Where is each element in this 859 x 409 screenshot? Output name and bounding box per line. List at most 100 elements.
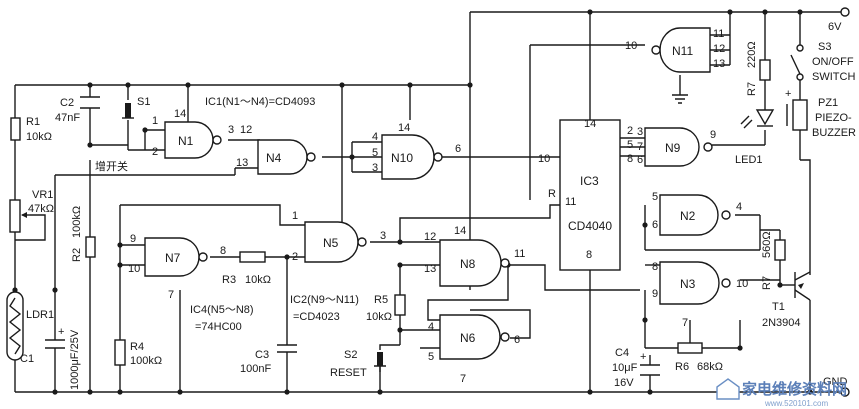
svg-text:2: 2 [627,125,633,137]
svg-text:11: 11 [713,28,724,40]
svg-text:13: 13 [424,263,436,275]
svg-text:7: 7 [682,317,688,329]
svg-text:8: 8 [220,245,226,257]
svg-text:7: 7 [460,373,466,385]
svg-text:5: 5 [652,191,658,203]
resistor-r5: R5 10kΩ [366,294,406,323]
svg-text:10kΩ: 10kΩ [366,311,392,323]
svg-text:8: 8 [586,249,592,261]
gate-n4: N4 [257,139,316,175]
svg-text:C3: C3 [255,349,269,361]
svg-text:13: 13 [236,157,248,169]
svg-text:220Ω: 220Ω [746,41,758,68]
svg-text:8: 8 [652,261,658,273]
svg-text:N4: N4 [266,151,282,165]
svg-text:R1: R1 [26,116,40,128]
junctions [12,9,813,395]
svg-text:R6: R6 [675,361,689,373]
svg-text:12: 12 [240,124,252,136]
svg-text:R4: R4 [130,341,144,353]
ground-terminal [840,387,850,397]
svg-text:12: 12 [424,231,436,243]
svg-text:1000μF/25V: 1000μF/25V [69,329,81,390]
ic1-note: IC1(N1～N4)=CD4093 [205,96,315,108]
svg-text:3: 3 [228,124,234,136]
svg-text:1: 1 [292,210,298,222]
svg-text:4: 4 [736,201,742,213]
svg-text:RESET: RESET [330,367,367,379]
svg-text:5: 5 [428,351,434,363]
svg-text:+: + [640,351,646,363]
resistor-r3: R3 10kΩ [222,251,271,286]
svg-text:N6: N6 [460,331,476,345]
svg-text:N8: N8 [460,257,476,271]
svg-text:SWITCH: SWITCH [812,71,855,83]
svg-text:7: 7 [637,141,643,153]
svg-text:T1: T1 [772,301,785,313]
svg-text:10: 10 [736,278,748,290]
resistor-r7-220: R7 220Ω [746,41,771,96]
ic4-note-line1: IC4(N5～N8) [190,304,254,316]
svg-text:9: 9 [652,288,658,300]
svg-text:IC3: IC3 [580,174,599,188]
svg-text:3: 3 [637,126,643,138]
svg-text:+: + [58,326,64,338]
svg-text:S1: S1 [137,96,150,108]
resistor-r4: R4 100kΩ [114,339,162,367]
potentiometer-vr1: VR1 47kΩ [9,189,54,233]
pin-numbers: 1 2 14 3 12 13 14 4 5 3 6 9 10 8 7 1 2 3… [128,28,748,385]
svg-text:3: 3 [380,230,386,242]
resistor-r7-560: R7 560Ω [760,229,786,290]
svg-text:C2: C2 [60,97,74,109]
svg-text:+: + [785,88,791,100]
resistor-r2: R2 100kΩ [71,206,96,262]
pushbutton-s1: S1 增开关 [95,96,150,173]
transistor-t1: T1 2N3904 [762,271,811,329]
svg-text:10kΩ: 10kΩ [26,131,52,143]
svg-text:PIEZO-: PIEZO- [815,112,852,124]
svg-text:N5: N5 [323,236,339,250]
gate-n7: N7 [144,237,208,277]
wiring [14,11,845,393]
svg-text:LDR1: LDR1 [26,309,54,321]
svg-text:5: 5 [372,147,378,159]
svg-text:10μF: 10μF [612,362,638,374]
ldr-ldr1: LDR1 [6,291,54,361]
svg-text:PZ1: PZ1 [818,97,838,109]
ic2-note-line2: =CD4023 [293,311,340,323]
pushbutton-s2: S2 RESET [330,344,400,379]
ground-label: GND [823,376,848,388]
capacitor-c2: C2 47nF [55,96,100,124]
svg-text:68kΩ: 68kΩ [697,361,723,373]
svg-text:16V: 16V [614,377,634,389]
supply-label: 6V [828,21,842,33]
svg-text:BUZZER: BUZZER [812,127,856,139]
gate-n9: N9 [644,127,713,167]
ic4-note-line2: =74HC00 [195,321,242,333]
svg-text:S3: S3 [818,41,831,53]
gate-n3: N3 [659,261,731,305]
svg-text:10kΩ: 10kΩ [245,274,271,286]
svg-text:S2: S2 [344,349,357,361]
svg-text:9: 9 [130,233,136,245]
svg-text:560Ω: 560Ω [761,231,773,258]
capacitor-c1: + C1 1000μF/25V [20,326,81,390]
supply-terminal [840,7,850,17]
svg-text:10: 10 [128,263,140,275]
svg-text:N11: N11 [672,44,693,58]
svg-text:CD4040: CD4040 [568,219,612,233]
svg-text:6: 6 [652,219,658,231]
svg-text:R2: R2 [71,248,83,262]
svg-text:100kΩ: 100kΩ [71,206,83,238]
svg-text:100kΩ: 100kΩ [130,355,162,367]
svg-text:3: 3 [372,162,378,174]
svg-text:C1: C1 [20,353,34,365]
resistor-r1: R1 10kΩ [10,116,52,143]
svg-text:4: 4 [428,321,434,333]
svg-text:2: 2 [292,251,298,263]
buzzer-pz1: + PZ1 PIEZO- BUZZER [785,88,856,139]
svg-text:N7: N7 [165,251,181,265]
capacitor-c3: C3 100nF [240,344,297,375]
resistor-r6: R6 68kΩ [675,342,723,373]
